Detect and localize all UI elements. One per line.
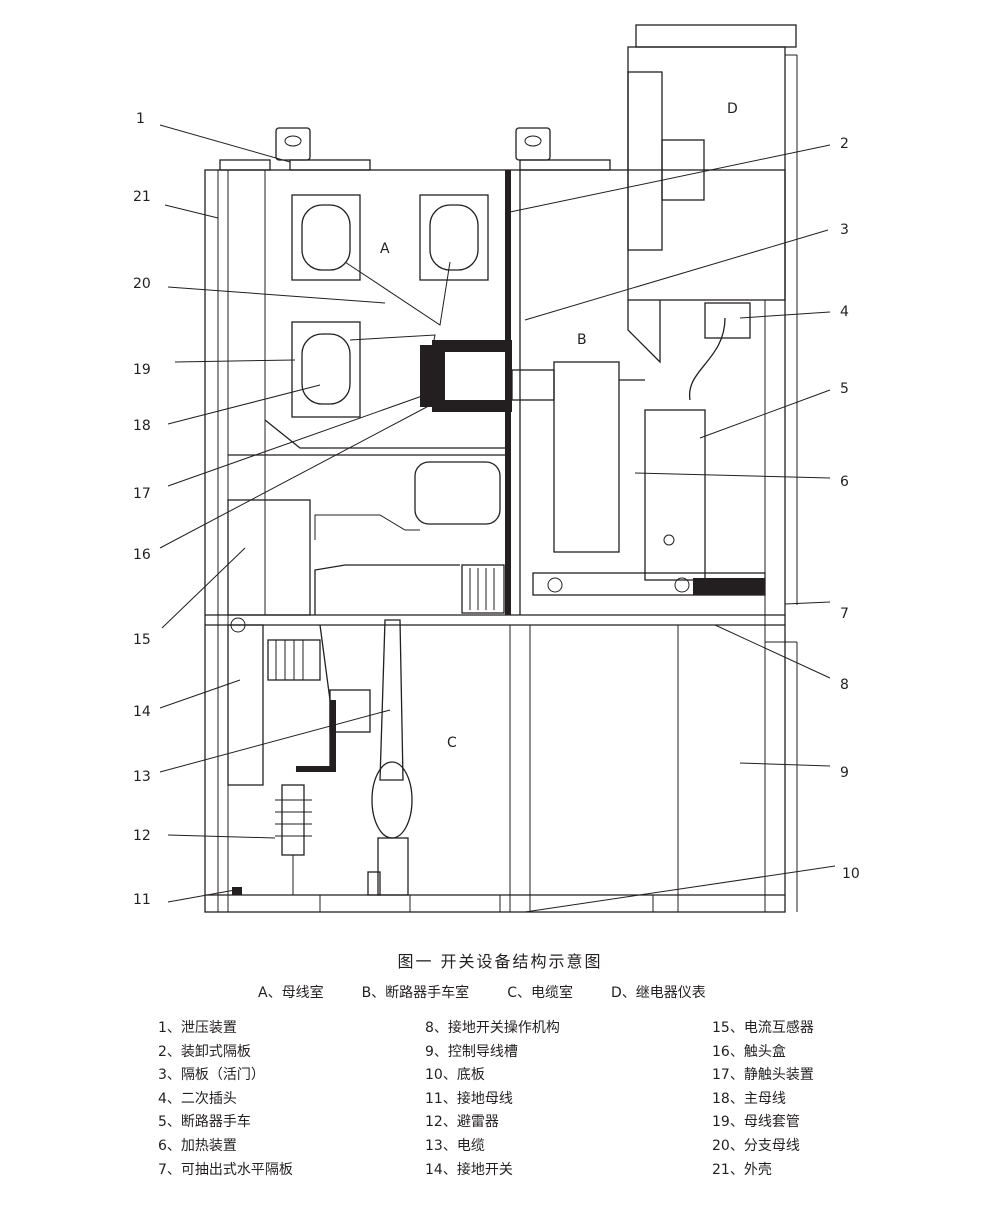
zone-label-c: C xyxy=(447,735,457,751)
breaker-trolley-b xyxy=(314,170,766,615)
zone-label-b: B xyxy=(577,332,587,348)
legend-item: 7、可抽出式水平隔板 xyxy=(158,1161,293,1178)
legend-item: 1、泄压装置 xyxy=(158,1020,237,1036)
legend-item: 19、母线套管 xyxy=(712,1114,800,1131)
relay-compartment-d xyxy=(627,24,798,605)
cable-chamber-c xyxy=(227,499,413,896)
legend-item: 2、装卸式隔板 xyxy=(158,1043,251,1060)
callout-9: 9 xyxy=(840,765,849,781)
legend-column-2: 8、接地开关操作机构 9、控制导线槽 10、底板 11、接地母线 12、避雷器 … xyxy=(425,1017,560,1182)
callout-4: 4 xyxy=(840,304,849,320)
callout-21: 21 xyxy=(133,189,151,205)
zone-legend-d: D、继电器仪表 xyxy=(610,985,706,1001)
legend-item: 18、主母线 xyxy=(712,1090,786,1107)
callout-11: 11 xyxy=(133,892,151,908)
callout-19: 19 xyxy=(133,362,151,378)
legend-item: 21、外壳 xyxy=(712,1161,772,1178)
callout-6: 6 xyxy=(840,474,849,490)
legend-item: 17、静触头装置 xyxy=(712,1067,814,1084)
callout-numbers: 1 2 3 4 5 6 7 8 9 10 11 12 13 14 15 16 1… xyxy=(133,111,860,908)
legend-item: 9、控制导线槽 xyxy=(425,1043,518,1060)
zone-legend-b: B、断路器手车室 xyxy=(361,985,470,1001)
zone-label-a: A xyxy=(380,241,390,257)
callout-3: 3 xyxy=(840,222,849,238)
legend-item: 12、避雷器 xyxy=(425,1114,499,1131)
callout-15: 15 xyxy=(133,632,151,648)
outer-shell xyxy=(204,127,798,913)
leader-lines xyxy=(159,124,836,913)
callout-8: 8 xyxy=(840,677,849,693)
figure-caption: 图一 开关设备结构示意图 xyxy=(397,952,603,971)
legend-item: 15、电流互感器 xyxy=(712,1020,814,1036)
legend-item: 4、二次插头 xyxy=(158,1090,237,1107)
legend-item: 20、分支母线 xyxy=(712,1137,800,1154)
callout-10: 10 xyxy=(842,866,860,882)
callout-12: 12 xyxy=(133,828,151,844)
callout-1: 1 xyxy=(136,111,145,127)
busbar-chamber-a xyxy=(228,170,555,615)
zone-legend: A、母线室 B、断路器手车室 C、电缆室 D、继电器仪表 xyxy=(258,982,744,1002)
legend-item: 14、接地开关 xyxy=(425,1161,513,1178)
legend-item: 10、底板 xyxy=(425,1067,485,1084)
legend-item: 8、接地开关操作机构 xyxy=(425,1020,560,1036)
callout-7: 7 xyxy=(840,606,849,622)
legend-item: 13、电缆 xyxy=(425,1137,485,1154)
callout-16: 16 xyxy=(133,547,151,563)
switchgear-diagram: A B C D 1 2 3 4 5 6 7 8 9 10 11 12 13 14… xyxy=(133,24,860,913)
legend-column-1: 1、泄压装置 2、装卸式隔板 3、隔板（活门） 4、二次插头 5、断路器手车 6… xyxy=(158,1017,293,1182)
earthing-bar-comb xyxy=(461,564,505,614)
callout-17: 17 xyxy=(133,486,151,502)
callout-5: 5 xyxy=(840,381,849,397)
callout-18: 18 xyxy=(133,418,151,434)
callout-14: 14 xyxy=(133,704,151,720)
legend-item: 3、隔板（活门） xyxy=(158,1067,265,1084)
legend-item: 6、加热装置 xyxy=(158,1137,237,1154)
zone-label-d: D xyxy=(727,101,738,117)
legend-column-3: 15、电流互感器 16、触头盒 17、静触头装置 18、主母线 19、母线套管 … xyxy=(712,1017,814,1182)
zone-legend-c: C、电缆室 xyxy=(507,985,573,1001)
legend-item: 5、断路器手车 xyxy=(158,1114,251,1131)
legend-item: 11、接地母线 xyxy=(425,1090,513,1107)
zone-legend-a: A、母线室 xyxy=(258,985,324,1001)
callout-2: 2 xyxy=(840,136,849,152)
legend-item: 16、触头盒 xyxy=(712,1043,786,1060)
callout-20: 20 xyxy=(133,276,151,292)
callout-13: 13 xyxy=(133,769,151,785)
